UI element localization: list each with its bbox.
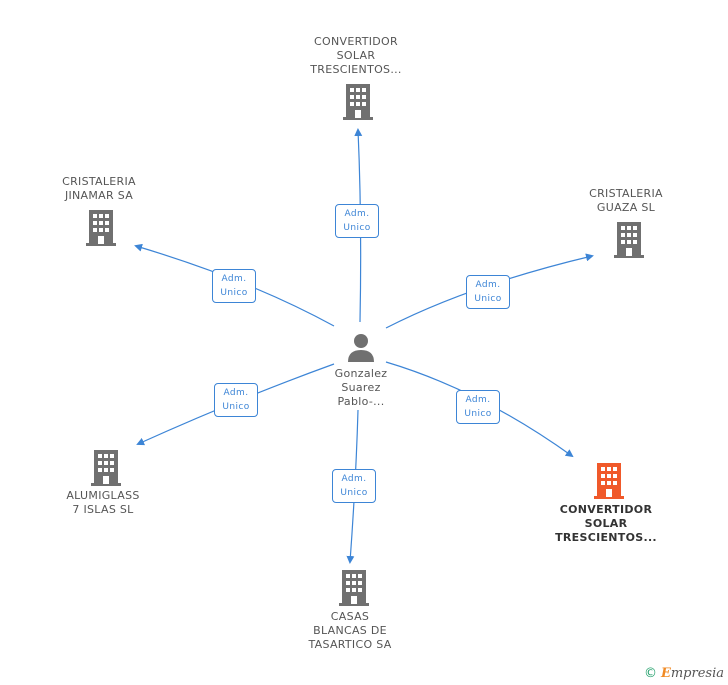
edge-label-alumiglass: Adm. Unico (214, 383, 258, 417)
edge-label-line2: Unico (343, 223, 371, 233)
edge-label-line1: Adm. (465, 395, 491, 405)
center-person-label[interactable]: Gonzalez Suarez Pablo-... (334, 367, 388, 408)
company-label-highlight[interactable]: CONVERTIDOR SOLAR TRESCIENTOS... (555, 503, 657, 544)
brand-logo-letter: E (660, 666, 671, 681)
company-label-guaza[interactable]: CRISTALERIA GUAZA SL (589, 187, 663, 214)
building-icon[interactable] (343, 84, 373, 120)
company-label-alumiglass[interactable]: ALUMIGLASS 7 ISLAS SL (66, 489, 140, 516)
edge-label-line1: Adm. (221, 274, 247, 284)
edge-label-line2: Unico (222, 402, 250, 412)
edge-label-line2: Unico (220, 288, 248, 298)
edge-label-line1: Adm. (341, 474, 367, 484)
building-icon[interactable] (614, 222, 644, 258)
company-label-top[interactable]: CONVERTIDOR SOLAR TRESCIENTOS... (310, 35, 402, 76)
building-icon[interactable] (86, 210, 116, 246)
edge-label-line1: Adm. (475, 280, 501, 290)
brand-logo-text: mpresia (670, 666, 724, 681)
building-icon[interactable] (339, 570, 369, 606)
edge-label-jinamar: Adm. Unico (212, 269, 256, 303)
edge-label-top: Adm. Unico (335, 204, 379, 238)
company-label-jinamar[interactable]: CRISTALERIA JINAMAR SA (62, 175, 136, 202)
edge-label-guaza: Adm. Unico (466, 275, 510, 309)
edge-label-highlight: Adm. Unico (456, 390, 500, 424)
building-icon-highlight[interactable] (594, 463, 624, 499)
edge-label-line2: Unico (474, 294, 502, 304)
building-icon[interactable] (91, 450, 121, 486)
edge-label-line1: Adm. (223, 388, 249, 398)
edge-label-line1: Adm. (344, 209, 370, 219)
brand-footer: ©Empresia (644, 666, 724, 681)
edge-label-casas: Adm. Unico (332, 469, 376, 503)
company-label-casas[interactable]: CASAS BLANCAS DE TASARTICO SA (308, 610, 392, 651)
person-icon[interactable] (346, 332, 376, 362)
edge-label-line2: Unico (340, 488, 368, 498)
copyright-icon: © (643, 666, 657, 681)
edge-label-line2: Unico (464, 409, 492, 419)
